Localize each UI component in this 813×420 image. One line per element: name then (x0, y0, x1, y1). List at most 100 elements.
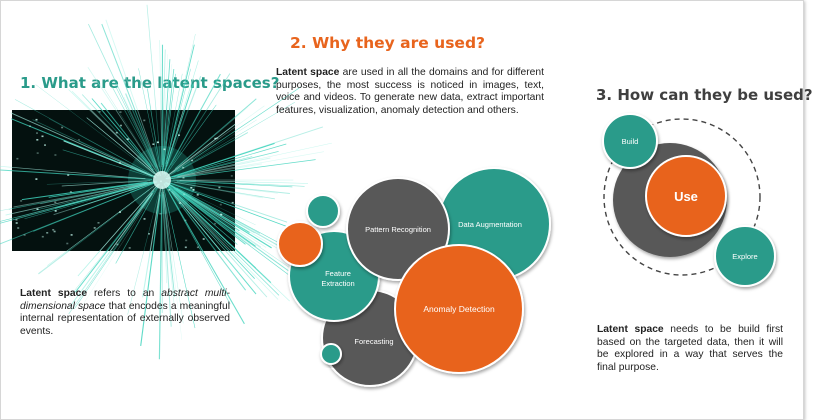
data-speck (143, 218, 146, 220)
data-speck (54, 154, 57, 156)
fiber-strand (81, 94, 157, 174)
fiber-strand (166, 105, 265, 178)
fiber-strand (162, 188, 183, 340)
data-speck (46, 232, 49, 234)
fiber-strand (140, 194, 161, 346)
label-pattern-recognition: Pattern Recognition (365, 225, 431, 234)
fiber-strand (169, 184, 245, 232)
fiber-strand (167, 151, 324, 180)
data-speck (35, 178, 38, 180)
fiber-strand (164, 73, 221, 175)
fiber-strand (174, 98, 257, 170)
data-speck (182, 176, 185, 179)
bubble-small-teal-bottom (320, 343, 342, 365)
data-speck (98, 111, 101, 113)
data-speck (218, 186, 221, 189)
fiber-strand (62, 149, 154, 178)
section3-description: Latent space needs to be build first bas… (597, 324, 783, 373)
fiber-strand (162, 186, 168, 284)
data-speck (192, 189, 195, 191)
data-speck (128, 247, 131, 249)
data-speck (54, 201, 57, 204)
data-speck (230, 175, 233, 177)
fiber-strand (168, 189, 247, 291)
fiber-strand (168, 163, 262, 180)
fiber-strand (111, 86, 159, 174)
fiber-strand (0, 181, 158, 245)
data-speck (214, 222, 217, 225)
fiber-strand (77, 183, 159, 277)
data-speck (220, 213, 223, 216)
label-explore: Explore (732, 252, 757, 261)
data-speck (168, 189, 171, 191)
data-speck (183, 193, 186, 196)
fiber-strand (167, 185, 257, 269)
fiber-strand (127, 192, 160, 315)
data-speck (163, 148, 166, 151)
fiber-strand (173, 86, 302, 173)
term-abstract-space: abstract multi-dimensional space (20, 288, 230, 312)
data-speck (69, 191, 72, 193)
data-speck (219, 203, 222, 206)
data-speck (97, 222, 100, 224)
fiber-burst-graphic (0, 4, 332, 360)
fiber-strand (100, 102, 152, 167)
data-speck (54, 210, 57, 212)
data-speck (93, 227, 96, 229)
fiber-strand (69, 187, 157, 298)
fiber-strand (171, 159, 316, 180)
fiber-strand (168, 180, 275, 200)
section3-heading: 3. How can they be used? (596, 86, 813, 104)
fiber-strand (78, 140, 147, 174)
fiber-strand (172, 187, 309, 282)
fiber-strand (171, 191, 240, 274)
fiber-strand (86, 117, 156, 175)
data-speck (119, 211, 121, 213)
data-speck (36, 139, 39, 141)
data-speck (20, 200, 23, 202)
fiber-strand (125, 93, 158, 169)
fiber-strand (163, 33, 196, 173)
data-speck (126, 138, 129, 140)
fiber-strand (176, 180, 293, 188)
data-speck (17, 227, 20, 229)
fiber-strand (10, 118, 155, 178)
fiber-strand (176, 187, 289, 249)
data-speck (53, 230, 56, 233)
fiber-strand (0, 181, 155, 211)
data-speck (216, 137, 219, 139)
data-speck (36, 132, 38, 134)
data-speck (231, 201, 234, 204)
fiber-strand (88, 23, 157, 168)
fiber-strand (102, 86, 154, 167)
fiber-strand (168, 186, 280, 296)
fiber-strand (38, 189, 150, 275)
fiber-strand (14, 99, 155, 177)
latent-space-dashed-ring (603, 118, 761, 276)
fiber-strand (53, 182, 153, 216)
data-speck (70, 234, 73, 236)
fiber-strand (162, 59, 171, 174)
fiber-strand (163, 194, 176, 297)
fiber-strand (162, 194, 172, 327)
fiber-strand (168, 182, 289, 228)
use-circle (645, 155, 727, 237)
fiber-strand (166, 75, 202, 167)
data-speck (61, 126, 64, 129)
data-speck (196, 246, 199, 249)
fiber-strand (123, 97, 157, 168)
burst-core (153, 171, 171, 189)
fiber-strand (61, 180, 151, 187)
fiber-strand (163, 189, 196, 329)
fiber-strand (13, 181, 151, 208)
fiber-strand (0, 165, 146, 179)
fiber-strand (179, 180, 309, 184)
fiber-strand (169, 193, 231, 305)
fiber-strand (165, 44, 195, 164)
data-speck (196, 194, 199, 196)
fiber-strand (163, 183, 245, 325)
data-speck (148, 233, 150, 235)
fiber-strand (168, 180, 278, 194)
fiber-strand (170, 73, 231, 166)
label-feature-extraction-1: Feature (325, 269, 351, 278)
